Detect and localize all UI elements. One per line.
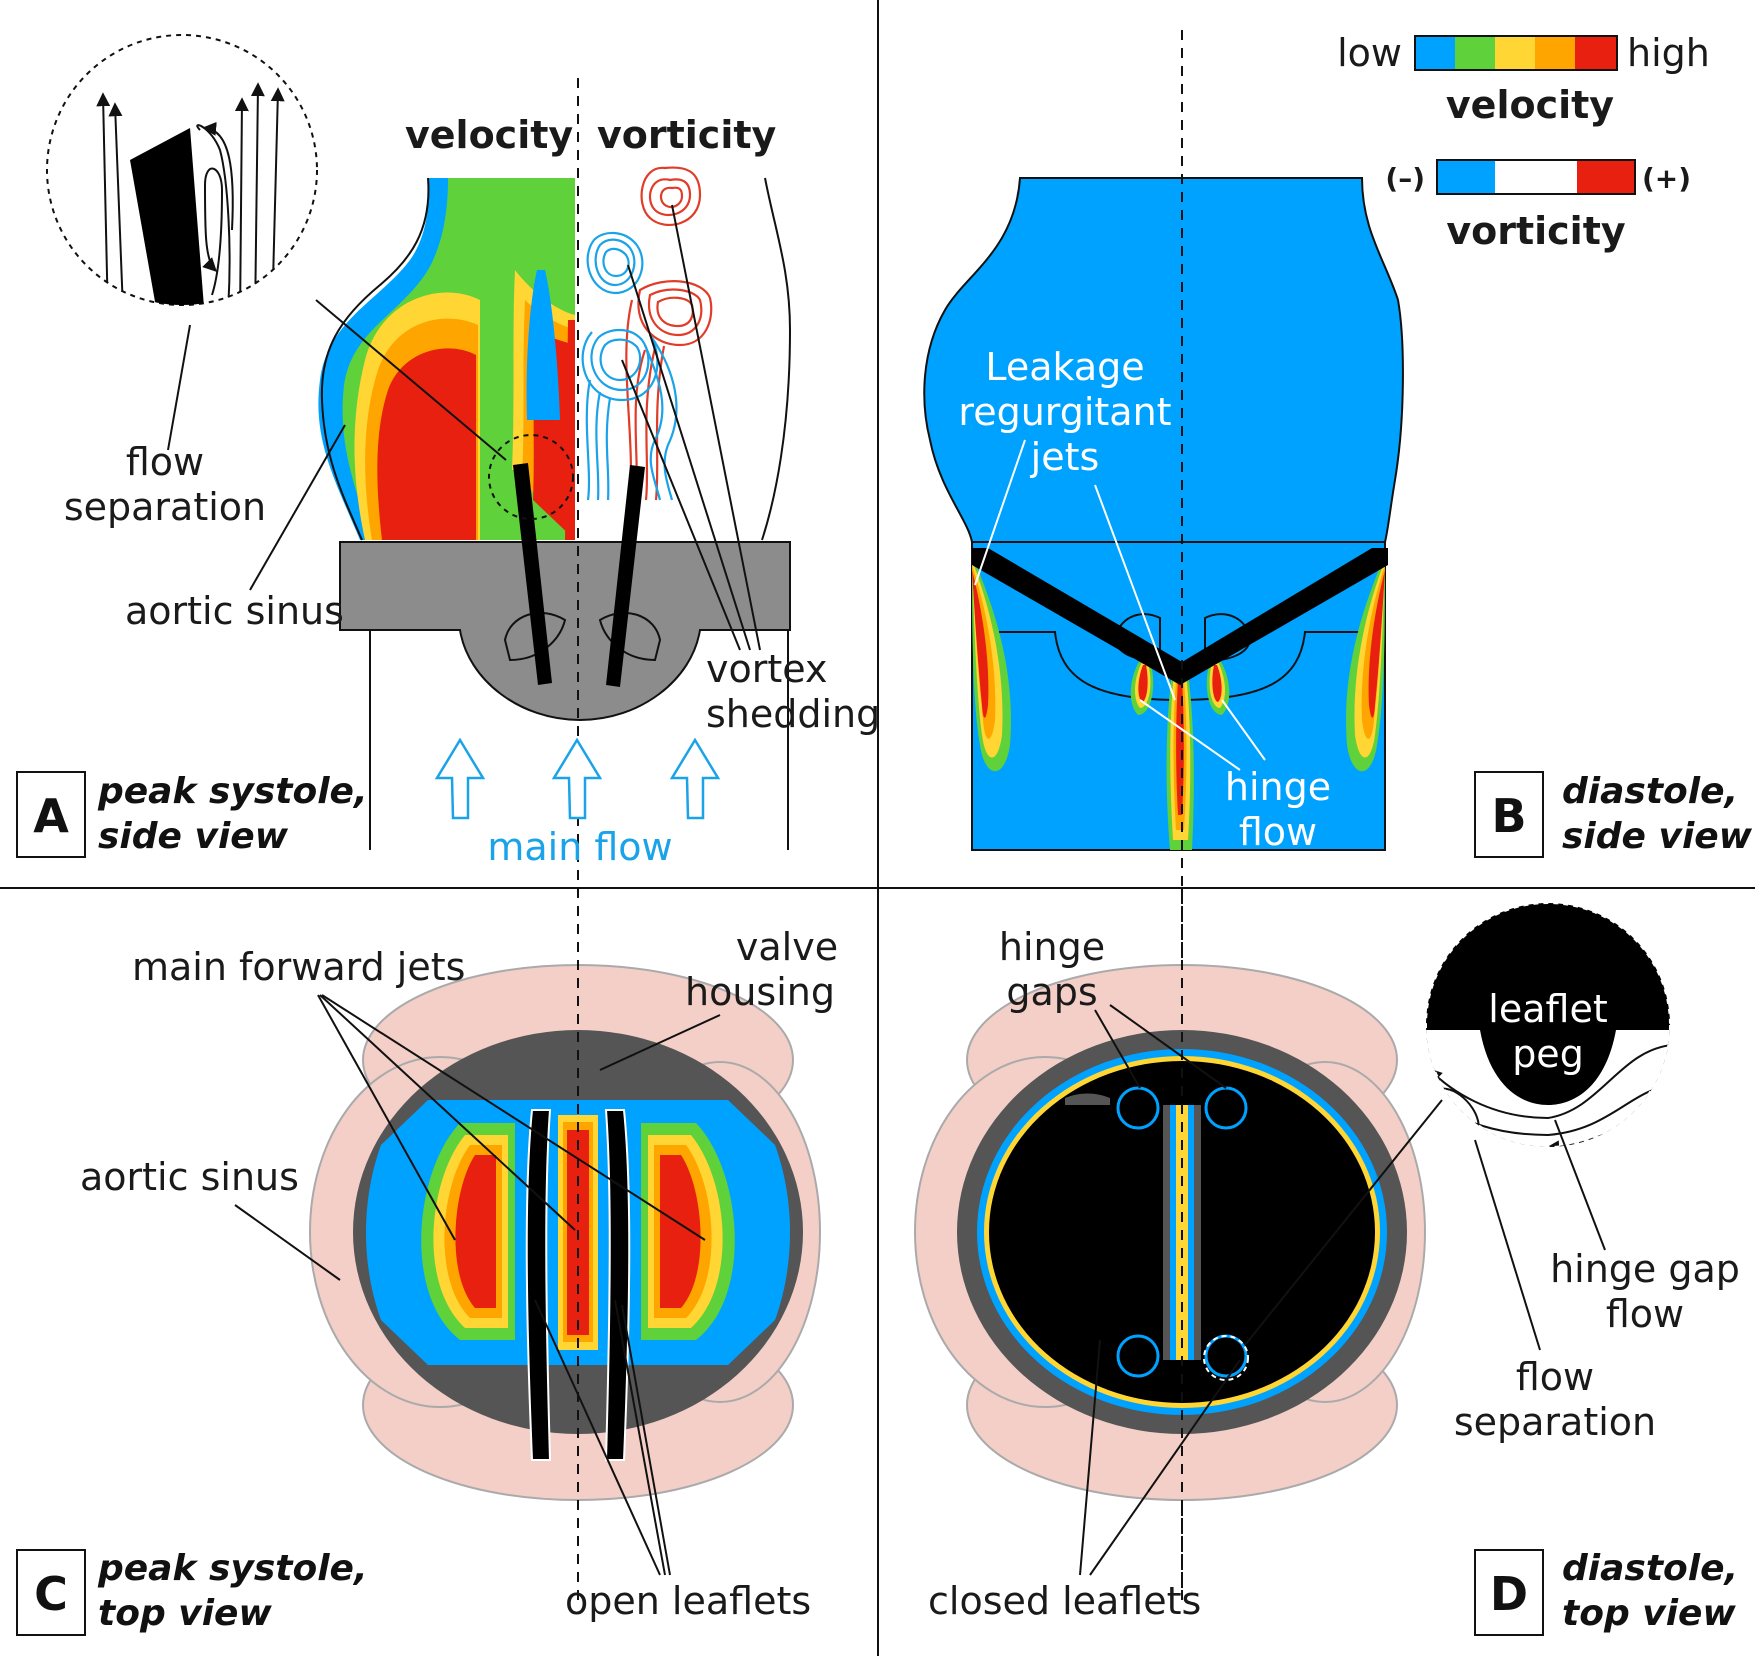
legend: low high velocity (–) (+) vorticity [1337,31,1710,253]
vortex-shedding-label-2: shedding [706,692,880,736]
caption-b-2: side view [1562,816,1753,857]
legend-low: low [1337,31,1402,75]
panel-c: main forward jets valve housing aortic s… [16,888,838,1636]
panel-a: velocity vorticity flow separation aorti… [16,34,880,1600]
caption-d-1: diastole, [1562,1548,1738,1589]
flow-separation-label-2: separation [64,485,266,529]
vorticity-contours-a [581,166,713,501]
valve-housing-label-1: valve [736,925,838,969]
hinge-flow-label-1: hinge [1225,765,1331,809]
caption-c-2: top view [98,1593,272,1634]
open-leaflets-label: open leaflets [565,1579,811,1623]
sinus-wall-right [761,177,792,541]
open-leaflets-c [525,1109,631,1461]
header-velocity: velocity [405,113,573,157]
panel-b: Leakage regurgitant jets hinge flow low … [923,30,1753,1600]
main-flow-label: main flow [487,825,672,869]
separation-marker [488,434,574,520]
zoom-bubble-d: leaflet peg [1425,902,1671,1148]
peg-label-1: leaflet [1488,987,1607,1031]
flow-sep-label-d-2: separation [1454,1400,1656,1444]
valve-housing-a [339,541,791,850]
panel-letter-c: C [34,1567,68,1621]
caption-a-1: peak systole, [97,771,368,812]
caption-a-2: side view [98,816,289,857]
velocity-field-a [318,178,575,540]
peg-label-2: peg [1512,1032,1584,1076]
hinge-gaps-label-2: gaps [1006,970,1097,1014]
hinge-gaps-label-1: hinge [999,925,1105,969]
bubble-leader [315,299,507,461]
aortic-sinus-label-c: aortic sinus [80,1155,299,1199]
sinus-wall-left [320,177,430,541]
zoom-bubble-a [46,34,318,306]
hinge-gap-flow-label-2: flow [1606,1292,1684,1336]
flow-separation-label: flow [126,440,204,484]
valve-housing-label-2: housing [685,970,835,1014]
flow-sep-label-d-1: flow [1516,1355,1594,1399]
header-vorticity: vorticity [597,113,777,157]
leakage-label-1: Leakage [985,345,1144,389]
leakage-label-3: jets [1030,435,1100,479]
legend-high: high [1627,31,1710,75]
hinge-gap-flow-label-1: hinge gap [1550,1247,1740,1291]
legend-neg: (–) [1385,162,1425,195]
main-flow-arrows [434,737,721,820]
vortex-shedding-label: vortex [706,647,827,691]
panel-letter-a: A [33,789,69,843]
caption-c-1: peak systole, [97,1548,368,1589]
main-jets-label: main forward jets [132,945,465,989]
panel-d: leaflet peg hinge gaps hinge gap flow fl… [914,888,1740,1636]
legend-velocity-title: velocity [1446,83,1614,127]
panel-letter-d: D [1490,1567,1528,1621]
aortic-sinus-label-a: aortic sinus [125,589,344,633]
caption-d-2: top view [1562,1593,1736,1634]
panel-letter-b: B [1491,789,1526,843]
legend-vorticity-title: vorticity [1446,209,1626,253]
legend-pos: (+) [1642,162,1691,195]
leakage-label-2: regurgitant [958,390,1171,434]
closed-leaflets-label: closed leaflets [928,1579,1201,1623]
hinge-flow-label-2: flow [1239,810,1317,854]
caption-b-1: diastole, [1562,771,1738,812]
